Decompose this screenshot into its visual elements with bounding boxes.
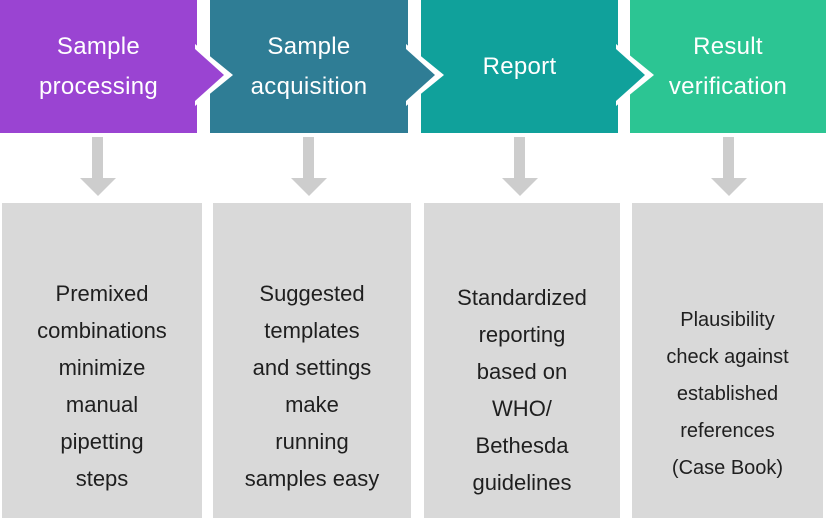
step-title: Result verification xyxy=(668,32,788,100)
down-arrow-icon xyxy=(80,137,116,196)
step-header-report: Report xyxy=(421,0,618,133)
panel-text: Suggested templates and settings make ru… xyxy=(244,281,380,491)
step-title: Report xyxy=(482,52,557,80)
step-header-result-verification: Result verification xyxy=(630,0,826,133)
step-title: Sample acquisition xyxy=(250,32,368,100)
panel-text: Plausibility check against established r… xyxy=(666,309,789,479)
panel-text: Standardized reporting based on WHO/ Bet… xyxy=(457,285,587,495)
down-arrow-icon xyxy=(502,137,538,196)
chevron-right-icon xyxy=(195,44,233,106)
panel-sample-processing: Premixed combinations minimize manual pi… xyxy=(2,203,202,518)
panel-text: Premixed combinations minimize manual pi… xyxy=(37,281,167,491)
chevron-right-icon xyxy=(406,44,444,106)
down-arrow-icon xyxy=(711,137,747,196)
panel-result-verification: Plausibility check against established r… xyxy=(632,203,823,518)
step-header-sample-processing: Sample processing xyxy=(0,0,197,133)
step-header-sample-acquisition: Sample acquisition xyxy=(210,0,408,133)
panel-report: Standardized reporting based on WHO/ Bet… xyxy=(424,203,620,518)
chevron-right-icon xyxy=(616,44,654,106)
down-arrow-icon xyxy=(291,137,327,196)
panel-sample-acquisition: Suggested templates and settings make ru… xyxy=(213,203,411,518)
step-title: Sample processing xyxy=(38,32,159,100)
